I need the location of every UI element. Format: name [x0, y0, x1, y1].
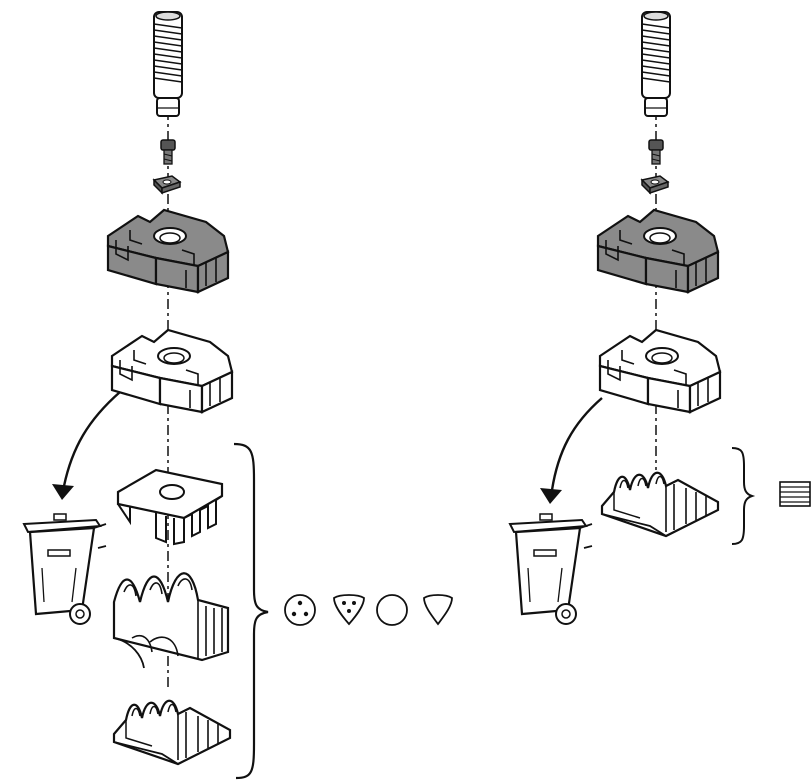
- clamp-body-shaded-icon: [106, 208, 230, 294]
- clamp-body-shaded-icon: [596, 208, 720, 294]
- three-dot-triangle-icon: [333, 594, 365, 626]
- group-brace: [731, 447, 756, 545]
- insert-small-wave-icon: [600, 471, 720, 538]
- waste-bin-icon: [22, 512, 108, 626]
- clamp-washer-icon: [641, 175, 669, 194]
- clamp-body-outline-icon: [598, 328, 722, 414]
- threaded-bolt-icon: [641, 11, 671, 117]
- discard-arrowhead: [540, 488, 562, 504]
- threaded-bolt-icon: [153, 11, 183, 117]
- insert-large-wave-icon: [112, 572, 230, 670]
- insert-small-wave-icon: [112, 699, 232, 766]
- insert-with-hole-icon: [116, 468, 224, 546]
- group-brace: [233, 442, 269, 780]
- discard-arrowhead: [52, 484, 74, 500]
- discard-arrow: [550, 397, 603, 491]
- screw-icon: [160, 139, 176, 165]
- empty-circle-icon: [376, 594, 408, 626]
- clamp-body-outline-icon: [110, 328, 234, 414]
- left-assembly: [22, 11, 453, 780]
- discard-arrow: [62, 391, 121, 487]
- three-dot-circle-icon: [284, 594, 316, 626]
- screw-icon: [648, 139, 664, 165]
- empty-triangle-icon: [423, 594, 453, 626]
- clamp-washer-icon: [153, 175, 181, 194]
- right-assembly: [508, 11, 811, 626]
- waste-bin-icon: [508, 512, 594, 626]
- flat-cable-icon: [779, 481, 811, 507]
